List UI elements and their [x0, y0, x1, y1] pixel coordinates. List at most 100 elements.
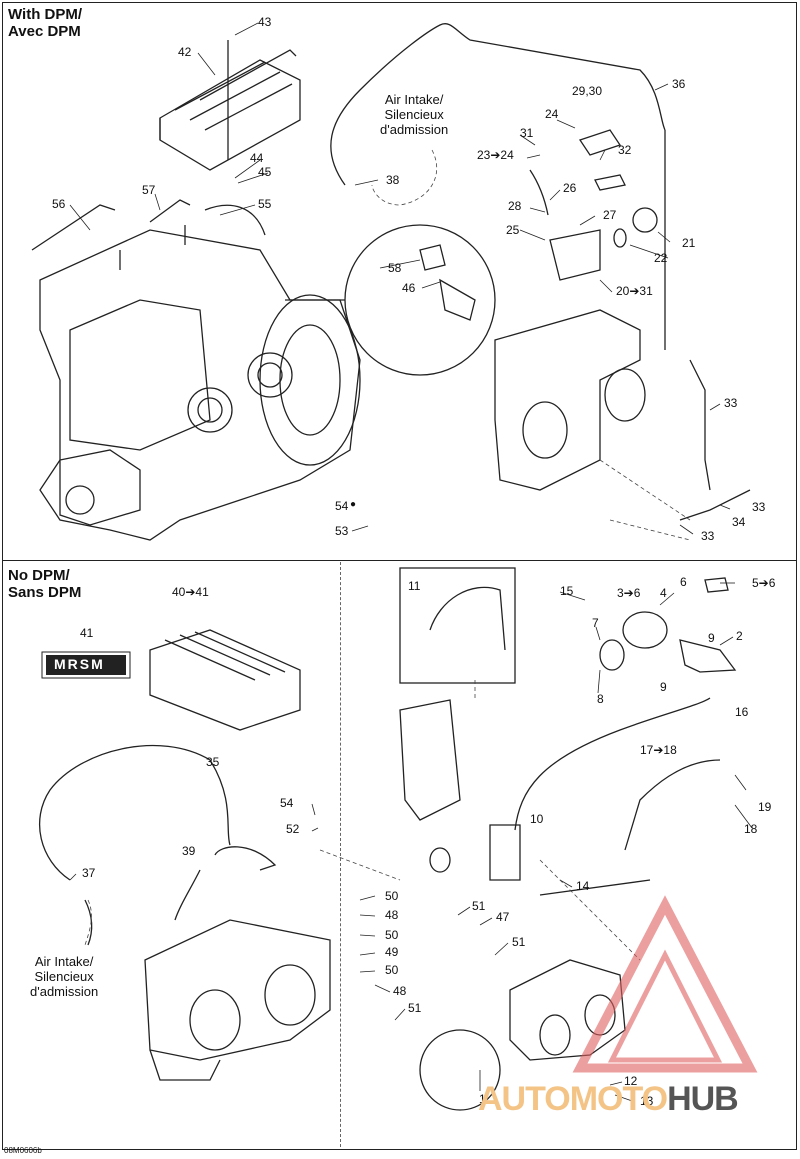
bottom-title-line2: Sans DPM — [8, 584, 82, 601]
callout-number: 51 — [472, 899, 486, 913]
bottom-title-line1: No DPM/ — [8, 567, 70, 584]
callout-number: 15 — [560, 584, 574, 598]
callout-number: 6 — [680, 575, 687, 589]
note-line: d'admission — [380, 122, 449, 137]
callout-number: 7 — [592, 616, 599, 630]
callout-number: 20➔31 — [616, 284, 653, 298]
callout-number: 33 — [701, 529, 715, 543]
callout-number: 10 — [530, 812, 544, 826]
callout-number: 41 — [80, 626, 94, 640]
callout-number: 31 — [520, 126, 534, 140]
callout-number: 32 — [618, 143, 632, 157]
carburetors-bottom-right — [419, 959, 626, 1111]
callout-number: 54 — [335, 499, 349, 513]
callout-number: 8 — [597, 692, 604, 706]
dashed-guides — [84, 149, 691, 961]
callout-number: 18 — [744, 822, 758, 836]
mrsm-logo — [41, 651, 131, 679]
watermark-text: AUTOMOTOHUB — [478, 1080, 739, 1119]
callout-number: 11 — [408, 579, 421, 593]
callout-number: 45 — [258, 165, 272, 179]
callout-number: 5➔6 — [752, 576, 776, 590]
note-line: Air Intake/ — [384, 92, 444, 107]
callout-number: 16 — [735, 705, 749, 719]
engine-drawing — [31, 199, 361, 541]
callout-number: 4 — [660, 586, 667, 600]
callout-number: 39 — [182, 844, 196, 858]
callout-number: 1 — [479, 1092, 486, 1106]
watermark-part1: AUTOMOTO — [478, 1080, 668, 1118]
callout-number: 42 — [178, 45, 192, 59]
callout-number: 58 — [388, 261, 402, 275]
callout-number: 44 — [250, 151, 264, 165]
leader-lines — [69, 22, 753, 1103]
callout-number: 38 — [386, 173, 400, 187]
callout-number: 13 — [640, 1094, 654, 1108]
air-intake-note-top: Air Intake/ Silencieux d'admission — [380, 92, 448, 137]
section-divider — [2, 560, 797, 561]
callout-number: 2 — [736, 629, 743, 643]
throttle-sensor-group — [599, 577, 737, 673]
drawing-code: 08M0606b — [4, 1146, 42, 1155]
note-line: Air Intake/ — [34, 954, 94, 969]
callout-number: 51 — [512, 935, 526, 949]
detail-circle-top — [285, 224, 496, 376]
callout-number: 25 — [506, 223, 520, 237]
callout-number: 17➔18 — [640, 743, 677, 757]
callout-number: 57 — [142, 183, 156, 197]
callout-number: 56 — [52, 197, 66, 211]
callout-number: 23➔24 — [477, 148, 514, 162]
callout-number: 26 — [563, 181, 577, 195]
callout-number: 29,30 — [572, 84, 603, 98]
carburetors-top — [494, 129, 658, 491]
callout-number: 28 — [508, 199, 522, 213]
callout-number: 36 — [672, 77, 686, 91]
callout-number: 33 — [752, 500, 766, 514]
inset-box — [399, 567, 516, 684]
watermark-triangle-icon — [572, 895, 758, 1073]
bottom-section-title: No DPM/ Sans DPM — [8, 567, 81, 601]
hoses-bottom — [38, 697, 721, 946]
callout-number: 24 — [545, 107, 559, 121]
callout-number: 47 — [496, 910, 510, 924]
callout-number: 48 — [385, 908, 399, 922]
callout-number: 34 — [732, 515, 746, 529]
callout-number: 9 — [708, 631, 715, 645]
callout-number: 27 — [603, 208, 617, 222]
callout-number: 50 — [385, 963, 399, 977]
callout-number: 22 — [654, 251, 668, 265]
callout-number: 46 — [402, 281, 416, 295]
callout-number: 40➔41 — [172, 585, 209, 599]
top-title-line2: Avec DPM — [8, 23, 81, 40]
note-line: Silencieux — [384, 107, 444, 122]
callout-number: 49 — [385, 945, 399, 959]
callout-number: 52 — [286, 822, 300, 836]
note-line: d'admission — [30, 984, 99, 999]
callout-number: 55 — [258, 197, 272, 211]
callout-number: 50 — [385, 928, 399, 942]
ecu-module-drawing — [159, 40, 301, 171]
drop-icon: ● — [350, 499, 357, 510]
inset-cable — [429, 586, 506, 651]
callout-number: 50 — [385, 889, 399, 903]
callout-number: 33 — [724, 396, 738, 410]
carburetors-bottom-left — [144, 919, 331, 1081]
callout-number: 9 — [660, 680, 667, 694]
callout-number: 21 — [682, 236, 696, 250]
callout-number: 48 — [393, 984, 407, 998]
callout-number: 54 — [280, 796, 294, 810]
note-line: Silencieux — [34, 969, 94, 984]
top-section-title: With DPM/ Avec DPM — [8, 6, 82, 40]
ecu-module-bottom-drawing — [149, 629, 301, 731]
callout-number: 3➔6 — [617, 586, 641, 600]
air-silencer-drawing — [399, 699, 521, 881]
callout-number: 51 — [408, 1001, 422, 1015]
watermark-part2: HUB — [667, 1080, 739, 1118]
callout-number: 43 — [258, 15, 272, 29]
callout-number: 19 — [758, 800, 772, 814]
dashed-divider — [340, 562, 341, 1147]
callout-number: 35 — [206, 755, 220, 769]
callout-number: 14 — [576, 879, 590, 893]
